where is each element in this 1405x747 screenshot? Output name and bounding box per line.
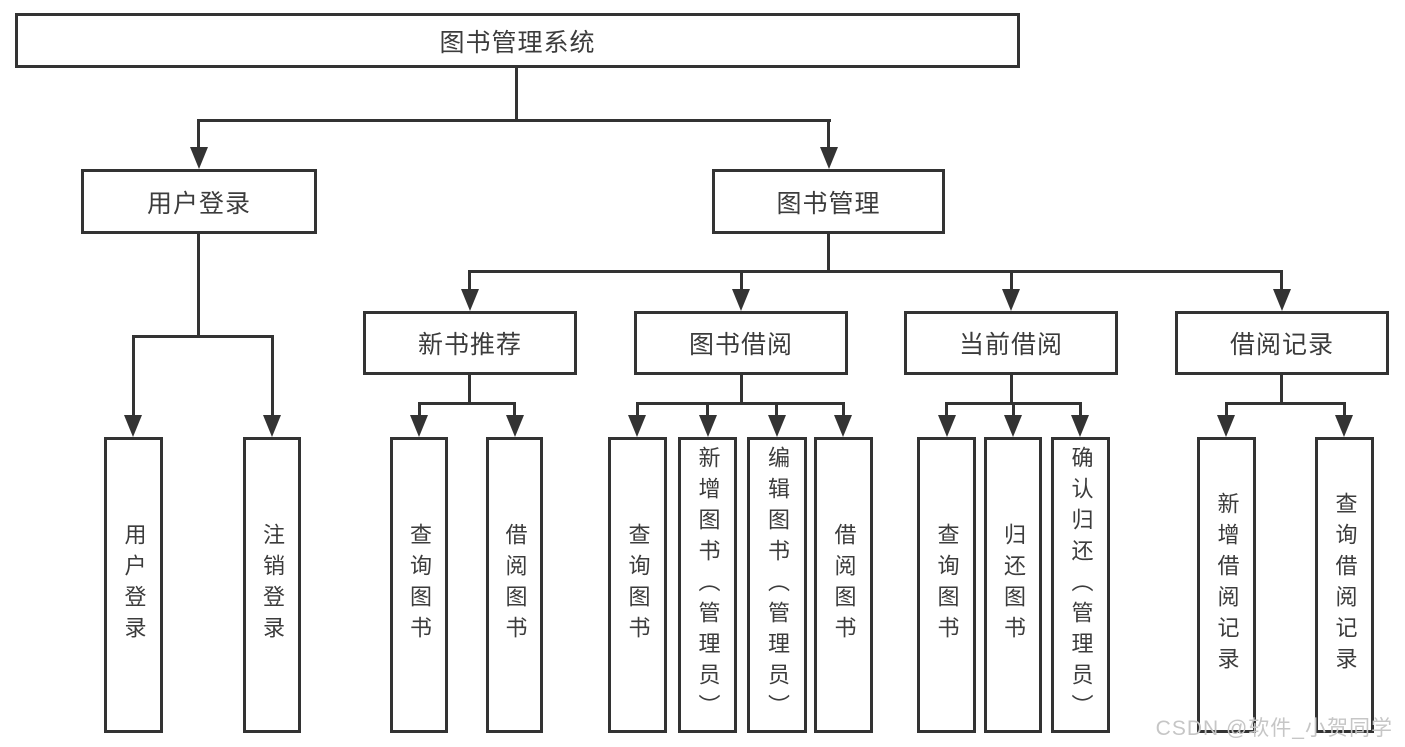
node-query-books-borrowing: 查询图书 <box>608 437 667 733</box>
connector-hline <box>468 270 1283 273</box>
node-label: 编辑图书（管理员） <box>765 445 790 725</box>
arrowhead-down <box>1273 289 1291 311</box>
node-user-login: 用户登录 <box>81 169 317 234</box>
connector-hline <box>1225 402 1346 405</box>
connector-vline <box>945 402 948 418</box>
connector-vline <box>1079 402 1082 418</box>
connector-hline <box>132 335 274 338</box>
connector-vline <box>468 375 471 405</box>
node-query-books-recommend: 查询图书 <box>390 437 448 733</box>
node-borrow-books-recommend: 借阅图书 <box>486 437 543 733</box>
connector-vline <box>513 402 516 418</box>
connector-vline <box>468 270 471 292</box>
connector-vline <box>515 68 518 122</box>
node-label: 用户登录 <box>121 523 147 647</box>
node-label: 归还图书 <box>1001 523 1026 647</box>
node-logout: 注销登录 <box>243 437 301 733</box>
arrowhead-down <box>820 147 838 169</box>
arrowhead-down <box>124 415 142 437</box>
connector-vline <box>1010 375 1013 405</box>
connector-vline <box>842 402 845 418</box>
node-borrow-books-leaf: 借阅图书 <box>814 437 873 733</box>
connector-vline <box>1225 402 1228 418</box>
connector-vline <box>271 335 274 418</box>
node-user-login-leaf: 用户登录 <box>104 437 163 733</box>
connector-vline <box>1280 270 1283 292</box>
node-label: 新增借阅记录 <box>1214 492 1240 678</box>
connector-vline <box>1343 402 1346 418</box>
arrowhead-down <box>699 415 717 437</box>
node-library-system: 图书管理系统 <box>15 13 1020 68</box>
node-label: 查询图书 <box>934 523 960 647</box>
node-add-borrow-record: 新增借阅记录 <box>1197 437 1256 733</box>
arrowhead-down <box>461 289 479 311</box>
node-label: 查询图书 <box>625 523 651 647</box>
connector-vline <box>197 119 200 150</box>
connector-vline <box>827 234 830 273</box>
connector-vline <box>827 119 830 150</box>
arrowhead-down <box>506 415 524 437</box>
arrowhead-down <box>732 289 750 311</box>
node-label: 查询借阅记录 <box>1332 492 1358 678</box>
node-book-management: 图书管理 <box>712 169 945 234</box>
node-label: 借阅图书 <box>831 523 857 647</box>
node-new-book-recommend: 新书推荐 <box>363 311 577 375</box>
connector-hline <box>418 402 516 405</box>
connector-vline <box>740 375 743 405</box>
arrowhead-down <box>410 415 428 437</box>
node-edit-book-admin: 编辑图书（管理员） <box>747 437 807 733</box>
connector-vline <box>132 335 135 418</box>
csdn-watermark: CSDN @软件_小贺同学 <box>1155 717 1393 740</box>
connector-vline <box>1280 375 1283 405</box>
connector-vline <box>740 270 743 292</box>
arrowhead-down <box>628 415 646 437</box>
arrowhead-down <box>768 415 786 437</box>
connector-vline <box>418 402 421 418</box>
node-current-borrowing: 当前借阅 <box>904 311 1118 375</box>
arrowhead-down <box>834 415 852 437</box>
arrowhead-down <box>1071 415 1089 437</box>
arrowhead-down <box>263 415 281 437</box>
node-label: 查询图书 <box>407 523 432 647</box>
connector-vline <box>1010 270 1013 292</box>
connector-hline <box>197 119 831 122</box>
connector-vline <box>197 234 200 338</box>
connector-vline <box>1012 402 1015 418</box>
node-label: 借阅图书 <box>502 523 528 647</box>
node-borrow-records: 借阅记录 <box>1175 311 1389 375</box>
node-book-borrowing: 图书借阅 <box>634 311 848 375</box>
arrowhead-down <box>190 147 208 169</box>
connector-vline <box>775 402 778 418</box>
node-label: 确认归还（管理员） <box>1068 445 1094 725</box>
node-query-borrow-record: 查询借阅记录 <box>1315 437 1374 733</box>
connector-vline <box>636 402 639 418</box>
connector-vline <box>706 402 709 418</box>
node-label: 新增图书（管理员） <box>695 445 721 725</box>
node-label: 注销登录 <box>260 523 285 647</box>
arrowhead-down <box>1217 415 1235 437</box>
arrowhead-down <box>1002 289 1020 311</box>
arrowhead-down <box>1335 415 1353 437</box>
arrowhead-down <box>1004 415 1022 437</box>
connector-hline <box>636 402 845 405</box>
node-query-books-current: 查询图书 <box>917 437 976 733</box>
arrowhead-down <box>938 415 956 437</box>
node-add-book-admin: 新增图书（管理员） <box>678 437 737 733</box>
node-return-book: 归还图书 <box>984 437 1042 733</box>
node-confirm-return-admin: 确认归还（管理员） <box>1051 437 1110 733</box>
